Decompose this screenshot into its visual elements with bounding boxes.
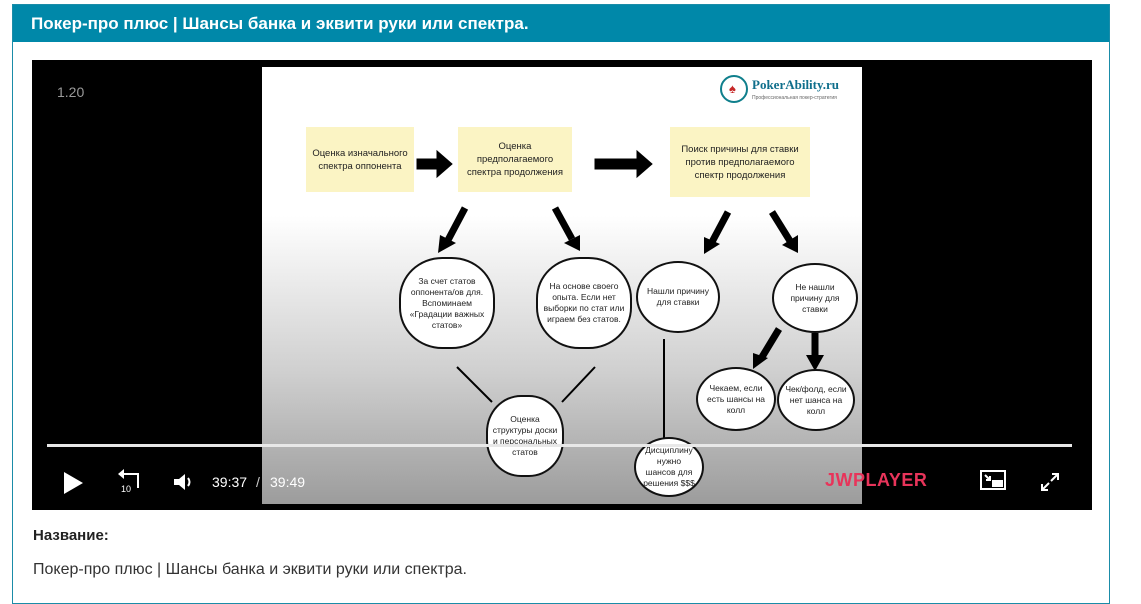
fullscreen-icon[interactable] [1040, 472, 1060, 492]
cloud-experience: На основе своего опыта. Если нет выборки… [536, 257, 632, 349]
rewind-10-icon[interactable]: 10 [116, 468, 142, 494]
pokerability-logo: ♠ PokerAbility.ru Профессиональная покер… [720, 75, 848, 109]
brand-suffix: PLAYER [853, 470, 928, 490]
card-header-title: Покер-про плюс | Шансы банка и эквити ру… [13, 5, 1109, 42]
arrowhead-b [564, 235, 580, 251]
arrowhead-d [782, 235, 798, 253]
jwplayer-logo[interactable]: JWPLAYER [825, 470, 927, 491]
play-icon[interactable] [64, 472, 83, 494]
connector-2 [561, 366, 596, 403]
current-time: 39:37 [212, 474, 248, 490]
arrowhead-e [753, 353, 768, 369]
logo-subtitle: Профессиональная покер-стратегия [752, 95, 837, 101]
bubble-found-reason: Нашли причину для ставки [636, 261, 720, 333]
picture-in-picture-icon[interactable] [980, 470, 1006, 492]
bubble-check-fold: Чек/фолд, если нет шанса на колл [777, 369, 855, 431]
arrow-down-d [769, 210, 793, 243]
video-card: Покер-про плюс | Шансы банка и эквити ру… [12, 4, 1110, 604]
arrow-right-1 [416, 149, 453, 179]
arrow-right-2 [594, 149, 653, 179]
arrow-down-b [551, 206, 576, 241]
logo-emblem-icon: ♠ [720, 75, 748, 103]
connector-1 [456, 366, 493, 403]
seek-bar[interactable] [47, 444, 1072, 447]
flow-box-initial-range: Оценка изначального спектра оппонента [306, 127, 414, 192]
arrowhead-c [704, 237, 720, 254]
cloud-stats: За счет статов оппонента/ов для. Вспомин… [399, 257, 495, 349]
time-separator: / [256, 474, 260, 490]
volume-icon[interactable] [172, 472, 194, 492]
arrow-down-e [759, 327, 782, 359]
bubble-check-call: Чекаем, если есть шансы на колл [696, 367, 776, 431]
cloud-board-structure: Оценка структуры доски и персональных ст… [486, 395, 564, 477]
flowchart-arrows [416, 149, 824, 439]
arrowhead-f [806, 355, 824, 371]
player-controls: 10 39:37 / 39:49 JWPLAYER [32, 460, 1092, 510]
flow-box-bet-reason: Поиск причины для ставки против предпола… [670, 127, 810, 197]
slide-timestamp: 1.20 [57, 84, 85, 100]
duration: 39:49 [270, 474, 306, 490]
logo-text: PokerAbility.ru [752, 77, 840, 92]
name-value: Покер-про плюс | Шансы банка и эквити ру… [33, 561, 467, 578]
arrowhead-a [438, 235, 456, 253]
brand-prefix: JW [825, 470, 853, 490]
bubble-discipline: Дисциплину нужно шансов для решения $$$ [634, 437, 704, 497]
arrow-down-c [708, 210, 732, 244]
arrow-down-a [443, 206, 469, 244]
rewind-label: 10 [121, 484, 131, 494]
video-player[interactable]: 1.20 ♠ PokerAbility.ru Профессиональная … [32, 60, 1092, 510]
name-label: Название: [33, 527, 109, 544]
video-frame-slide: ♠ PokerAbility.ru Профессиональная покер… [262, 67, 862, 504]
bubble-no-reason: Не нашли причину для ставки [772, 263, 858, 333]
flow-box-continuation-range: Оценка предполагаемого спектра продолжен… [458, 127, 572, 192]
